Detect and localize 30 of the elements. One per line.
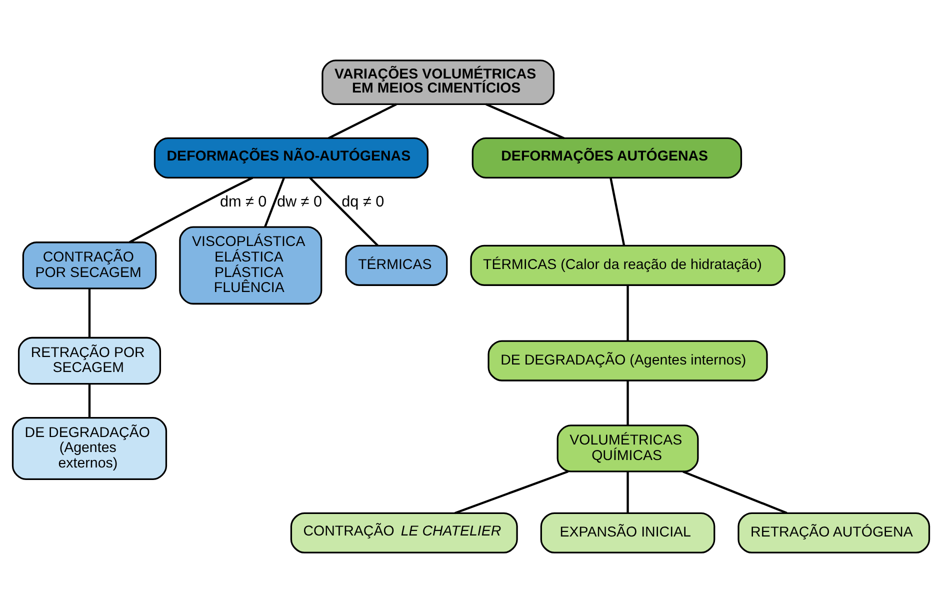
node-box: TÉRMICAS xyxy=(345,244,448,286)
node-box: VOLUMÉTRICAS QUÍMICAS xyxy=(556,424,699,472)
connector xyxy=(129,176,254,243)
edge-label: dq ≠ 0 xyxy=(342,192,384,210)
connector xyxy=(309,176,379,246)
connector xyxy=(454,470,568,514)
connector xyxy=(682,470,788,514)
connector xyxy=(88,383,91,418)
connector xyxy=(328,102,397,139)
connector xyxy=(626,380,629,425)
connector xyxy=(626,284,629,340)
edge-label: dw ≠ 0 xyxy=(276,192,322,210)
node-box: CONTRAÇÃO POR SECAGEM xyxy=(22,241,157,289)
connector xyxy=(486,102,565,139)
node-box: CONTRAÇÃO LE CHATELIER xyxy=(290,512,518,553)
node-box: VISCOPLÁSTICA ELÁSTICA PLÁSTICA FLUÊNCIA xyxy=(179,226,322,304)
node-box: DEFORMAÇÕES NÃO-AUTÓGENAS xyxy=(154,136,429,178)
connector xyxy=(88,288,91,337)
edge-label: dm ≠ 0 xyxy=(220,192,267,210)
connector xyxy=(626,471,629,513)
node-box: TÉRMICAS (Calor da reação de hidratação) xyxy=(470,244,786,286)
node-box: DE DEGRADAÇÃO (Agentes externos) xyxy=(12,416,168,480)
node-box: VARIAÇÕES VOLUMÉTRICAS EM MEIOS CIMENTÍCIOS xyxy=(322,59,555,105)
connector xyxy=(264,176,285,227)
node-box: DEFORMAÇÕES AUTÓGENAS xyxy=(472,136,742,178)
node-box: RETRAÇÃO POR SECAGEM xyxy=(18,336,162,384)
node-box: DE DEGRADAÇÃO (Agentes internos) xyxy=(488,340,768,381)
connector xyxy=(610,177,626,246)
node-box: EXPANSÃO INICIAL xyxy=(540,512,716,553)
node-box: RETRAÇÃO AUTÓGENA xyxy=(738,512,930,553)
